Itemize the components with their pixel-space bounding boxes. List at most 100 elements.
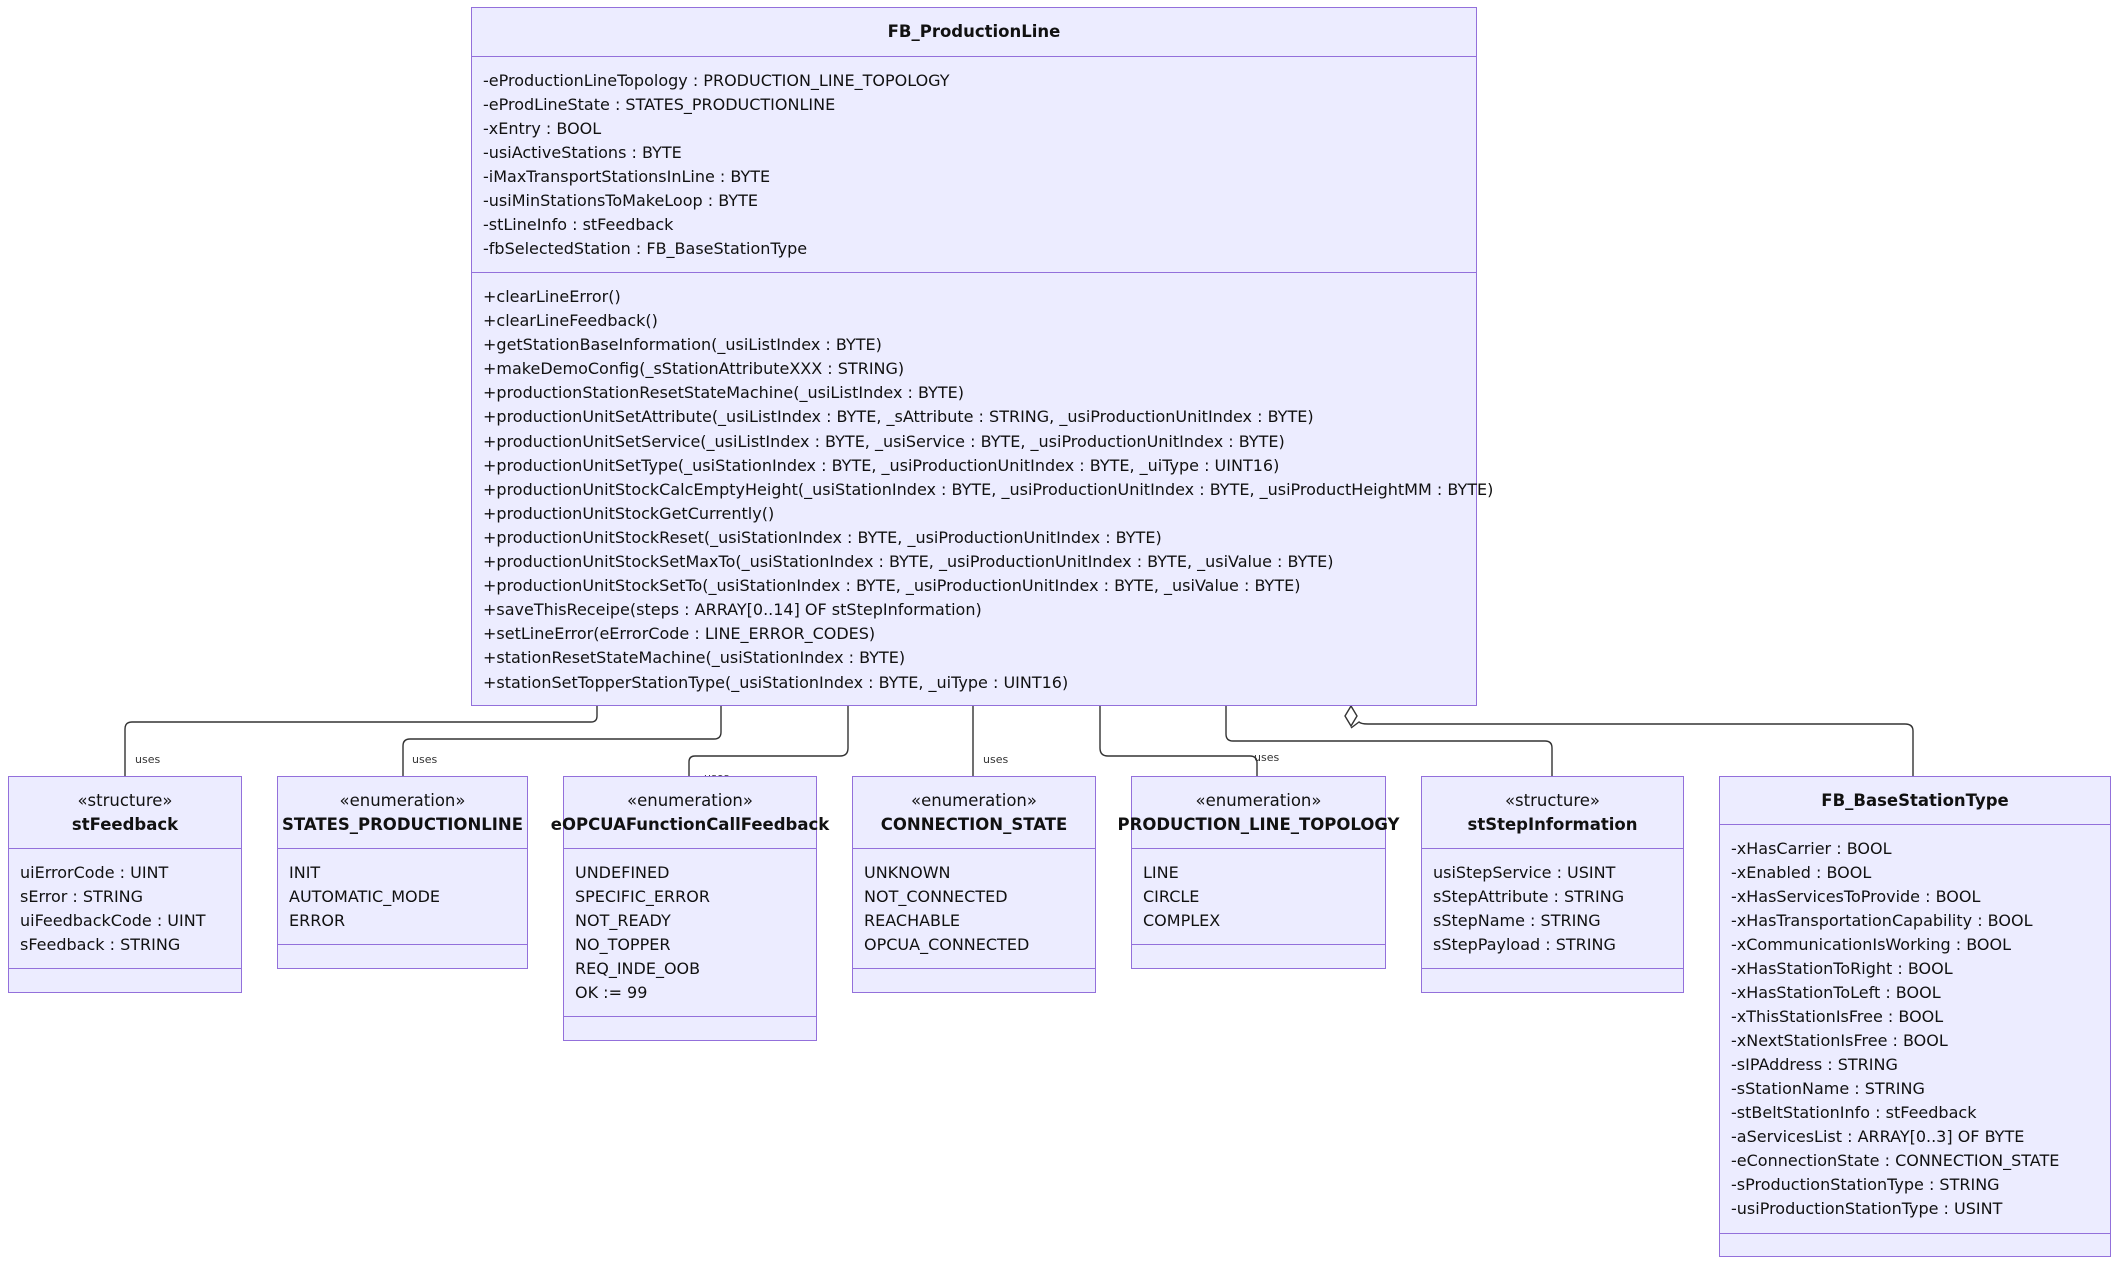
class-stereotype: «structure» xyxy=(1504,790,1601,810)
method: +productionUnitSetService(_usiListIndex … xyxy=(483,431,1285,451)
class-name: stStepInformation xyxy=(1467,814,1638,834)
method: +productionUnitStockSetMaxTo(_usiStation… xyxy=(483,552,1334,572)
method: +stationResetStateMachine(_usiStationInd… xyxy=(483,648,906,668)
class-name: eOPCUAFunctionCallFeedback xyxy=(550,814,830,834)
class-connection-state[interactable]: «enumeration» CONNECTION_STATE UNKNOWN N… xyxy=(852,776,1096,993)
edge-stfeedback xyxy=(124,706,598,776)
member: -xHasServicesToProvide : BOOL xyxy=(1731,887,1981,906)
member: COMPLEX xyxy=(1143,911,1221,930)
member: LINE xyxy=(1143,863,1179,882)
member: SPECIFIC_ERROR xyxy=(575,887,710,906)
member: ERROR xyxy=(289,911,346,930)
member: UNDEFINED xyxy=(575,863,670,882)
class-ststepinformation[interactable]: «structure» stStepInformation usiStepSer… xyxy=(1421,776,1684,993)
edge-label-connection-state: uses xyxy=(983,753,1008,766)
member: INIT xyxy=(289,863,321,882)
class-header: «enumeration» STATES_PRODUCTIONLINE xyxy=(278,777,527,849)
class-fb-productionline[interactable]: FB_ProductionLine -eProductionLineTopolo… xyxy=(471,7,1494,707)
attribute: -eProdLineState : STATES_PRODUCTIONLINE xyxy=(483,95,836,114)
method: +setLineError(eErrorCode : LINE_ERROR_CO… xyxy=(483,624,876,644)
methods-section: +clearLineError() +clearLineFeedback() +… xyxy=(472,273,1494,707)
class-name: STATES_PRODUCTIONLINE xyxy=(282,814,523,834)
member: -sIPAddress : STRING xyxy=(1731,1055,1898,1074)
member: sStepAttribute : STRING xyxy=(1433,887,1625,906)
member: -aServicesList : ARRAY[0..3] OF BYTE xyxy=(1731,1127,2025,1146)
method: +productionUnitStockReset(_usiStationInd… xyxy=(483,527,1162,547)
method: +productionStationResetStateMachine(_usi… xyxy=(483,383,964,403)
member: -xThisStationIsFree : BOOL xyxy=(1731,1007,1944,1026)
members-section: UNKNOWN NOT_CONNECTED REACHABLE OPCUA_CO… xyxy=(853,849,1095,969)
method: +productionUnitSetAttribute(_usiListInde… xyxy=(483,407,1314,427)
class-stereotype: «enumeration» xyxy=(1195,790,1322,810)
member: -xHasStationToLeft : BOOL xyxy=(1731,983,1941,1002)
edge-production-line-topology xyxy=(1099,706,1258,776)
member: -usiProductionStationType : USINT xyxy=(1731,1199,2003,1218)
class-header: «enumeration» CONNECTION_STATE xyxy=(853,777,1095,849)
class-fb-basestationtype[interactable]: FB_BaseStationType -xHasCarrier : BOOL -… xyxy=(1719,776,2111,1257)
member: UNKNOWN xyxy=(864,863,951,882)
edge-eopcua-feedback xyxy=(688,706,849,776)
member: sError : STRING xyxy=(20,887,144,906)
members-section: INIT AUTOMATIC_MODE ERROR xyxy=(278,849,527,945)
class-stfeedback[interactable]: «structure» stFeedback uiErrorCode : UIN… xyxy=(8,776,242,993)
class-stereotype: «enumeration» xyxy=(627,790,753,810)
member: OK := 99 xyxy=(575,983,648,1002)
method: +productionUnitStockCalcEmptyHeight(_usi… xyxy=(483,479,1494,499)
edge-states-productionline xyxy=(402,706,722,776)
member: -stBeltStationInfo : stFeedback xyxy=(1731,1103,1977,1122)
method: +saveThisReceipe(steps : ARRAY[0..14] OF… xyxy=(483,600,982,620)
members-section: usiStepService : USINT sStepAttribute : … xyxy=(1422,849,1683,969)
attribute: -stLineInfo : stFeedback xyxy=(483,215,674,234)
member: -xHasTransportationCapability : BOOL xyxy=(1731,911,2033,930)
member: sStepName : STRING xyxy=(1433,911,1601,930)
members-section: -xHasCarrier : BOOL -xEnabled : BOOL -xH… xyxy=(1720,825,2110,1234)
member: -xCommunicationIsWorking : BOOL xyxy=(1731,935,2012,954)
method: +makeDemoConfig(_sStationAttributeXXX : … xyxy=(483,359,905,379)
class-production-line-topology[interactable]: «enumeration» PRODUCTION_LINE_TOPOLOGY L… xyxy=(1118,776,1400,969)
member: OPCUA_CONNECTED xyxy=(864,935,1030,954)
edge-ststepinformation xyxy=(1225,706,1553,776)
attribute: -iMaxTransportStationsInLine : BYTE xyxy=(483,167,771,186)
class-stereotype: «enumeration» xyxy=(911,790,1037,810)
member: -sStationName : STRING xyxy=(1731,1079,1925,1098)
class-name: FB_BaseStationType xyxy=(1821,790,2009,810)
member: sFeedback : STRING xyxy=(20,935,181,954)
class-name: PRODUCTION_LINE_TOPOLOGY xyxy=(1117,814,1400,834)
edge-label-production-line-topology: uses xyxy=(1254,751,1279,764)
member: -eConnectionState : CONNECTION_STATE xyxy=(1731,1151,2060,1170)
class-stereotype: «structure» xyxy=(77,790,173,810)
member: -xHasCarrier : BOOL xyxy=(1731,839,1892,858)
member: uiFeedbackCode : UINT xyxy=(20,911,206,930)
attribute: -usiMinStationsToMakeLoop : BYTE xyxy=(483,191,758,210)
class-header: «structure» stFeedback xyxy=(9,777,241,849)
member: NOT_READY xyxy=(575,911,671,930)
edge-fb-basestationtype xyxy=(1350,721,1914,776)
member: REACHABLE xyxy=(864,911,961,930)
class-header: FB_ProductionLine xyxy=(472,8,1476,57)
class-states-productionline[interactable]: «enumeration» STATES_PRODUCTIONLINE INIT… xyxy=(277,776,528,969)
edge-label-states-productionline: uses xyxy=(412,753,437,766)
method: +productionUnitSetType(_usiStationIndex … xyxy=(483,455,1280,475)
attribute: -fbSelectedStation : FB_BaseStationType xyxy=(483,239,808,258)
aggregation-diamond-icon xyxy=(1344,704,1358,728)
member: -xEnabled : BOOL xyxy=(1731,863,1872,882)
class-header: «structure» stStepInformation xyxy=(1422,777,1683,849)
class-header: «enumeration» eOPCUAFunctionCallFeedback xyxy=(551,777,829,849)
class-stereotype: «enumeration» xyxy=(339,790,466,810)
class-header: «enumeration» PRODUCTION_LINE_TOPOLOGY xyxy=(1118,777,1400,849)
members-section: UNDEFINED SPECIFIC_ERROR NOT_READY NO_TO… xyxy=(564,849,816,1017)
method: +getStationBaseInformation(_usiListIndex… xyxy=(483,335,882,355)
class-name: FB_ProductionLine xyxy=(887,22,1061,41)
attributes-section: -eProductionLineTopology : PRODUCTION_LI… xyxy=(472,57,1476,273)
attribute: -usiActiveStations : BYTE xyxy=(483,143,682,162)
member: NO_TOPPER xyxy=(575,935,671,954)
method: +clearLineError() xyxy=(483,287,621,306)
member: usiStepService : USINT xyxy=(1433,863,1616,882)
class-eopcuafunctioncallfeedback[interactable]: «enumeration» eOPCUAFunctionCallFeedback… xyxy=(551,776,829,1041)
attribute: -xEntry : BOOL xyxy=(483,119,602,138)
member: -xNextStationIsFree : BOOL xyxy=(1731,1031,1948,1050)
member: CIRCLE xyxy=(1143,887,1200,906)
members-section: LINE CIRCLE COMPLEX xyxy=(1132,849,1385,945)
member: NOT_CONNECTED xyxy=(864,887,1008,906)
